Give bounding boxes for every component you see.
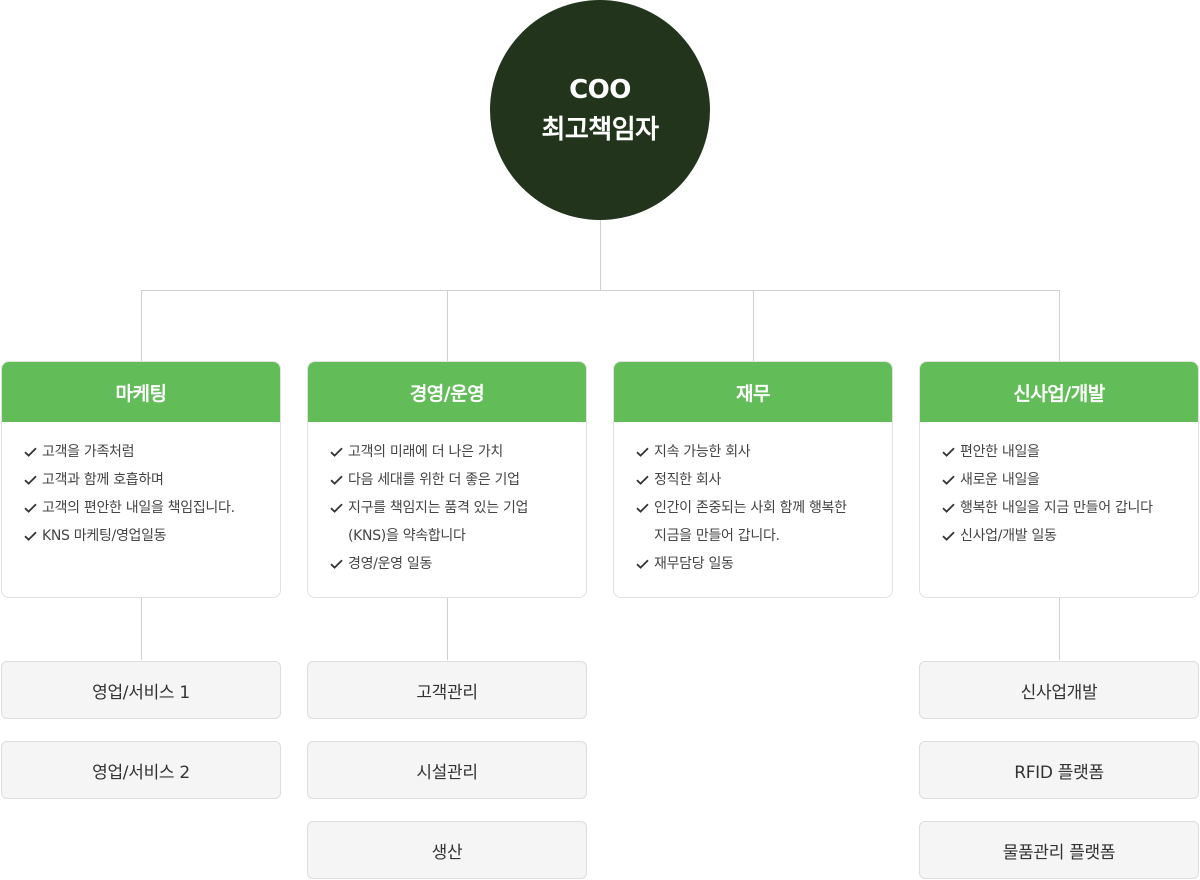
department-title: 마케팅 xyxy=(2,362,280,422)
check-icon xyxy=(942,466,960,494)
list-item-text: 행복한 내일을 지금 만들어 갑니다 xyxy=(960,500,1153,516)
connector-newbiz-subs xyxy=(1059,598,1060,660)
root-subtitle: 최고책임자 xyxy=(541,115,659,145)
connector-management-subs xyxy=(447,598,448,660)
list-item: 고객을 가족처럼 xyxy=(24,438,280,466)
department-card-newbiz: 신사업/개발 편안한 내일을 새로운 내일을 행복한 내일을 지금 만들어 갑니… xyxy=(919,361,1199,598)
list-item-text: 고객을 가족처럼 xyxy=(42,444,135,460)
list-item: 고객과 함께 호흡하며 xyxy=(24,466,280,494)
connector-to-marketing xyxy=(141,290,142,361)
check-icon xyxy=(636,466,654,494)
list-item-text: 신사업/개발 일동 xyxy=(960,528,1057,544)
connector-to-finance xyxy=(753,290,754,361)
list-item: 신사업/개발 일동 xyxy=(942,522,1198,550)
check-icon xyxy=(24,522,42,550)
list-item: 정직한 회사 xyxy=(636,466,892,494)
list-item: 다음 세대를 위한 더 좋은 기업 xyxy=(330,466,586,494)
list-item: 재무담당 일동 xyxy=(636,550,892,578)
check-icon xyxy=(942,494,960,522)
subunit-production: 생산 xyxy=(307,821,587,879)
department-title: 신사업/개발 xyxy=(920,362,1198,422)
list-item: 행복한 내일을 지금 만들어 갑니다 xyxy=(942,494,1198,522)
check-icon xyxy=(942,438,960,466)
department-card-finance: 재무 지속 가능한 회사 정직한 회사 인간이 존중되는 사회 함께 행복한 지… xyxy=(613,361,893,598)
subunit-new-business-dev: 신사업개발 xyxy=(919,661,1199,719)
subunit-facility-management: 시설관리 xyxy=(307,741,587,799)
check-icon xyxy=(330,438,348,466)
check-icon xyxy=(24,438,42,466)
list-item: 고객의 편안한 내일을 책임집니다. xyxy=(24,494,280,522)
connector-to-management xyxy=(447,290,448,361)
check-icon xyxy=(24,494,42,522)
list-item-text: 재무담당 일동 xyxy=(654,556,734,572)
list-item-text: 새로운 내일을 xyxy=(960,472,1040,488)
subunit-customer-management: 고객관리 xyxy=(307,661,587,719)
list-item: 새로운 내일을 xyxy=(942,466,1198,494)
list-item-text: 고객의 편안한 내일을 책임집니다. xyxy=(42,500,235,516)
list-item-text: 지구를 책임지는 품격 있는 기업 (KNS)을 약속합니다 xyxy=(348,500,529,544)
list-item: 지구를 책임지는 품격 있는 기업 (KNS)을 약속합니다 xyxy=(330,494,555,550)
list-item: 지속 가능한 회사 xyxy=(636,438,892,466)
check-icon xyxy=(636,494,654,522)
check-icon xyxy=(24,466,42,494)
department-card-marketing: 마케팅 고객을 가족처럼 고객과 함께 호흡하며 고객의 편안한 내일을 책임집… xyxy=(1,361,281,598)
list-item: 인간이 존중되는 사회 함께 행복한 지금을 만들어 갑니다. xyxy=(636,494,861,550)
department-title: 재무 xyxy=(614,362,892,422)
list-item-text: 편안한 내일을 xyxy=(960,444,1040,460)
list-item-text: KNS 마케팅/영업일동 xyxy=(42,528,167,544)
subunit-sales-service-1: 영업/서비스 1 xyxy=(1,661,281,719)
list-item: 경영/운영 일동 xyxy=(330,550,586,578)
list-item-text: 고객과 함께 호흡하며 xyxy=(42,472,164,488)
check-icon xyxy=(330,466,348,494)
list-item-text: 지속 가능한 회사 xyxy=(654,444,751,460)
connector-horizontal xyxy=(141,290,1060,291)
check-icon xyxy=(330,494,348,522)
connector-to-newbiz xyxy=(1059,290,1060,361)
connector-marketing-subs xyxy=(141,598,142,660)
list-item-text: 인간이 존중되는 사회 함께 행복한 지금을 만들어 갑니다. xyxy=(654,500,847,544)
check-icon xyxy=(636,550,654,578)
check-icon xyxy=(636,438,654,466)
connector-root-down xyxy=(600,220,601,290)
list-item: 편안한 내일을 xyxy=(942,438,1198,466)
list-item: 고객의 미래에 더 나은 가치 xyxy=(330,438,586,466)
list-item: KNS 마케팅/영업일동 xyxy=(24,522,280,550)
subunit-rfid-platform: RFID 플랫폼 xyxy=(919,741,1199,799)
department-title: 경영/운영 xyxy=(308,362,586,422)
list-item-text: 경영/운영 일동 xyxy=(348,556,433,572)
list-item-text: 정직한 회사 xyxy=(654,472,722,488)
list-item-text: 고객의 미래에 더 나은 가치 xyxy=(348,444,503,460)
check-icon xyxy=(330,550,348,578)
root-title: COO xyxy=(569,75,631,105)
department-card-management: 경영/운영 고객의 미래에 더 나은 가치 다음 세대를 위한 더 좋은 기업 … xyxy=(307,361,587,598)
subunit-sales-service-2: 영업/서비스 2 xyxy=(1,741,281,799)
root-node-coo: COO 최고책임자 xyxy=(490,0,710,220)
list-item-text: 다음 세대를 위한 더 좋은 기업 xyxy=(348,472,520,488)
subunit-goods-platform: 물품관리 플랫폼 xyxy=(919,821,1199,879)
check-icon xyxy=(942,522,960,550)
